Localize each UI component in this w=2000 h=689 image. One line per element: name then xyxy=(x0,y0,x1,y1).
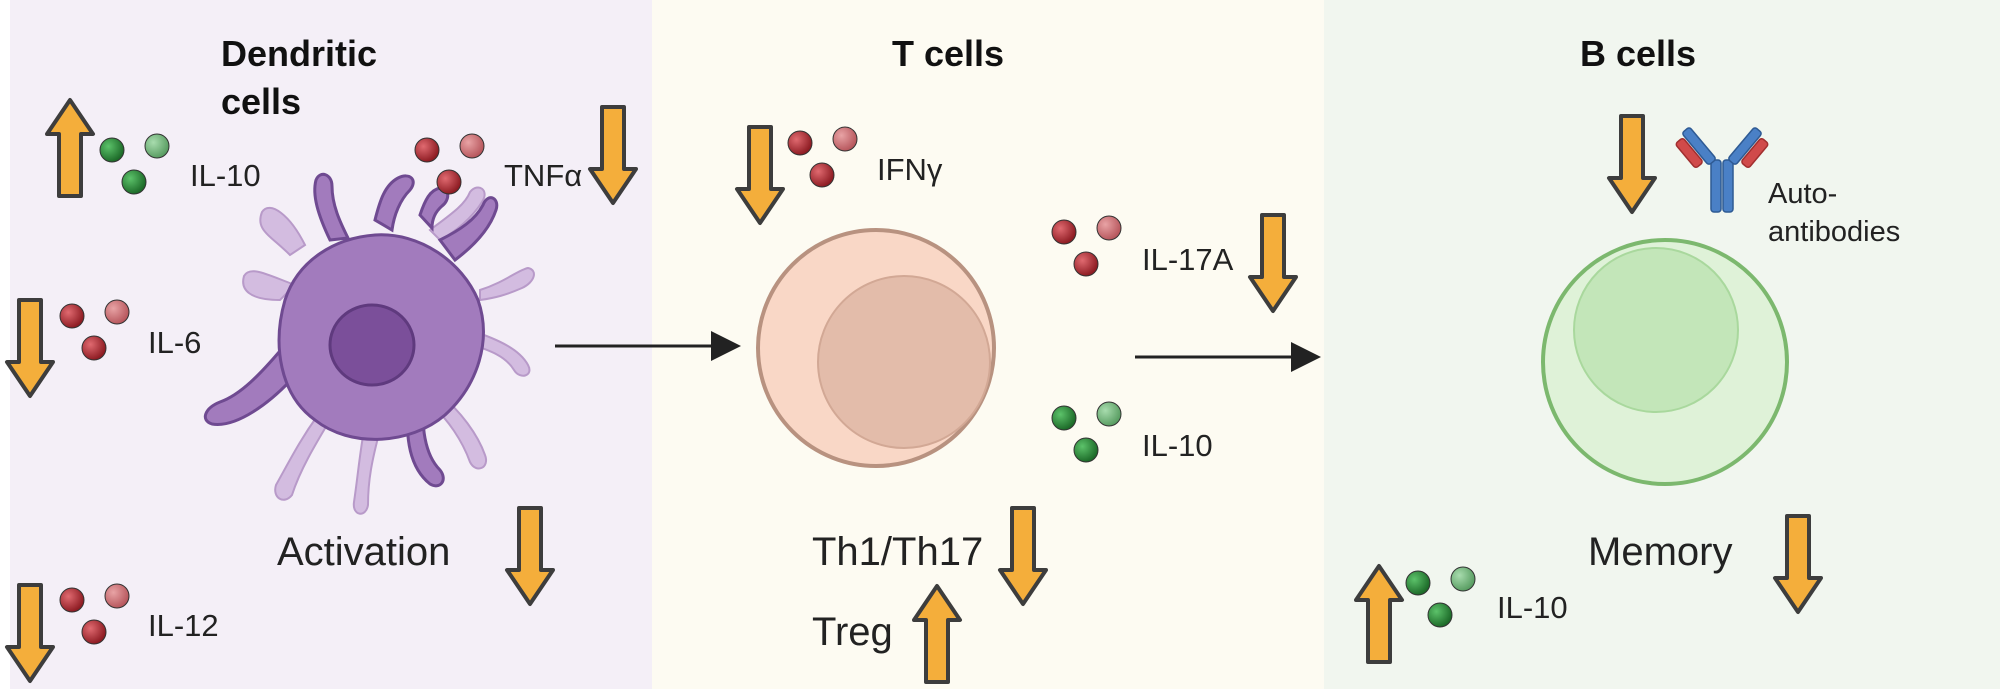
t-treg-arrow xyxy=(912,584,962,684)
t-cells-title: T cells xyxy=(892,33,1005,74)
dc-il10-label: IL-10 xyxy=(190,158,261,193)
b-il10-label: IL-10 xyxy=(1497,590,1568,625)
dc-il10-arrow xyxy=(45,98,95,198)
b-memory-label: Memory xyxy=(1588,530,1733,574)
t-th1th17-arrow xyxy=(998,506,1048,606)
dc-il6-label: IL-6 xyxy=(148,325,202,360)
dc-tnfa-arrow xyxy=(588,105,638,205)
t-cell xyxy=(756,228,996,468)
t-th1th17-label: Th1/Th17 xyxy=(812,530,984,574)
dc-activation-arrow xyxy=(505,506,555,606)
t-il10-beads xyxy=(1051,401,1122,463)
t-il17a-label: IL-17A xyxy=(1142,242,1234,277)
antibody-icon xyxy=(1675,127,1769,213)
t-il10-label: IL-10 xyxy=(1142,428,1213,463)
b-cell xyxy=(1541,238,1789,486)
t-treg-label: Treg xyxy=(812,610,893,654)
dc-il6-arrow xyxy=(5,298,55,398)
b-autoantibodies-arrow xyxy=(1607,114,1657,214)
dc-il10-beads xyxy=(99,133,170,195)
dc-tnfa-label: TNFα xyxy=(504,158,583,193)
t-il17a-beads xyxy=(1051,215,1122,277)
b-cells-title: B cells xyxy=(1580,33,1697,74)
t-ifng-beads xyxy=(787,126,858,188)
dendritic-title-line1: Dendritic xyxy=(221,33,378,74)
t-ifng-arrow xyxy=(735,125,785,225)
t-il17a-arrow xyxy=(1248,213,1298,313)
dc-il12-beads xyxy=(59,583,130,645)
b-autoantibodies-line1: Auto- xyxy=(1768,178,1838,210)
t-ifng-label: IFNγ xyxy=(877,152,943,187)
b-autoantibodies-line2: antibodies xyxy=(1768,216,1901,248)
dendritic-cell xyxy=(203,172,535,515)
dc-il12-arrow xyxy=(5,583,55,683)
dc-il6-beads xyxy=(59,299,130,361)
dc-activation-label: Activation xyxy=(277,530,451,574)
b-memory-arrow xyxy=(1773,514,1823,614)
b-il10-beads xyxy=(1405,566,1476,628)
dendritic-title-line2: cells xyxy=(221,81,302,122)
b-il10-arrow xyxy=(1354,564,1404,664)
dc-il12-label: IL-12 xyxy=(148,608,219,643)
dc-tnfa-beads xyxy=(414,133,485,195)
